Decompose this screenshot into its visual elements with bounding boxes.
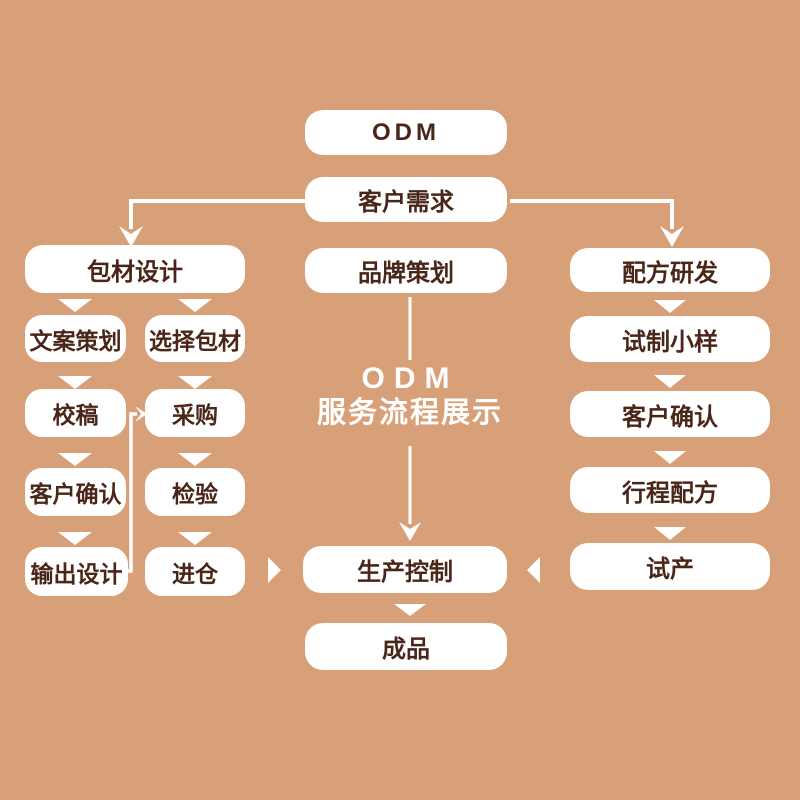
arrowhead-right-branch	[660, 226, 684, 247]
node-trial-sample: 试制小样	[570, 316, 770, 362]
diagram-title-line1: ODM	[361, 362, 459, 395]
node-customer-needs: 客户需求	[305, 177, 507, 222]
arrowhead-production	[399, 522, 421, 541]
node-proofreading: 校稿	[25, 389, 126, 437]
connector-output-to-purchasing	[127, 412, 137, 573]
down-triangle	[178, 532, 212, 545]
down-triangle	[654, 300, 686, 313]
down-triangle	[58, 532, 92, 545]
diagram-title: ODM 服务流程展示	[250, 362, 570, 430]
connector-left-branch	[129, 199, 310, 229]
arrowhead-purchasing	[135, 406, 147, 422]
node-client-confirm-right: 客户确认	[570, 391, 770, 437]
down-triangle	[654, 375, 686, 388]
node-warehousing: 进仓	[145, 547, 245, 596]
left-triangle	[527, 557, 540, 583]
node-finished-product: 成品	[305, 623, 507, 670]
node-brand-planning: 品牌策划	[305, 248, 507, 293]
node-trial-production: 试产	[570, 543, 770, 590]
node-select-packaging: 选择包材	[145, 315, 245, 362]
down-triangle	[654, 451, 686, 464]
down-triangle	[58, 299, 92, 312]
node-production-control: 生产控制	[303, 546, 507, 593]
down-triangle	[178, 299, 212, 312]
node-inspection: 检验	[145, 468, 245, 516]
right-triangle	[268, 557, 281, 583]
diagram-title-line2: 服务流程展示	[316, 397, 503, 429]
node-form-formula: 行程配方	[570, 467, 770, 513]
down-triangle	[654, 527, 686, 540]
down-triangle	[58, 376, 92, 389]
down-triangle	[394, 604, 426, 616]
down-triangle	[58, 453, 92, 466]
down-triangle	[178, 376, 212, 389]
node-output-design: 输出设计	[25, 547, 128, 596]
node-purchasing: 采购	[145, 389, 245, 437]
node-client-confirm-left: 客户确认	[25, 468, 126, 516]
node-odm: ODM	[305, 110, 507, 155]
node-packaging-design: 包材设计	[25, 245, 245, 293]
down-triangle	[178, 453, 212, 466]
node-formula-rd: 配方研发	[570, 248, 770, 292]
connector-right-branch	[510, 199, 674, 229]
arrowhead-left-branch	[119, 226, 143, 247]
node-copywriting: 文案策划	[25, 315, 126, 362]
